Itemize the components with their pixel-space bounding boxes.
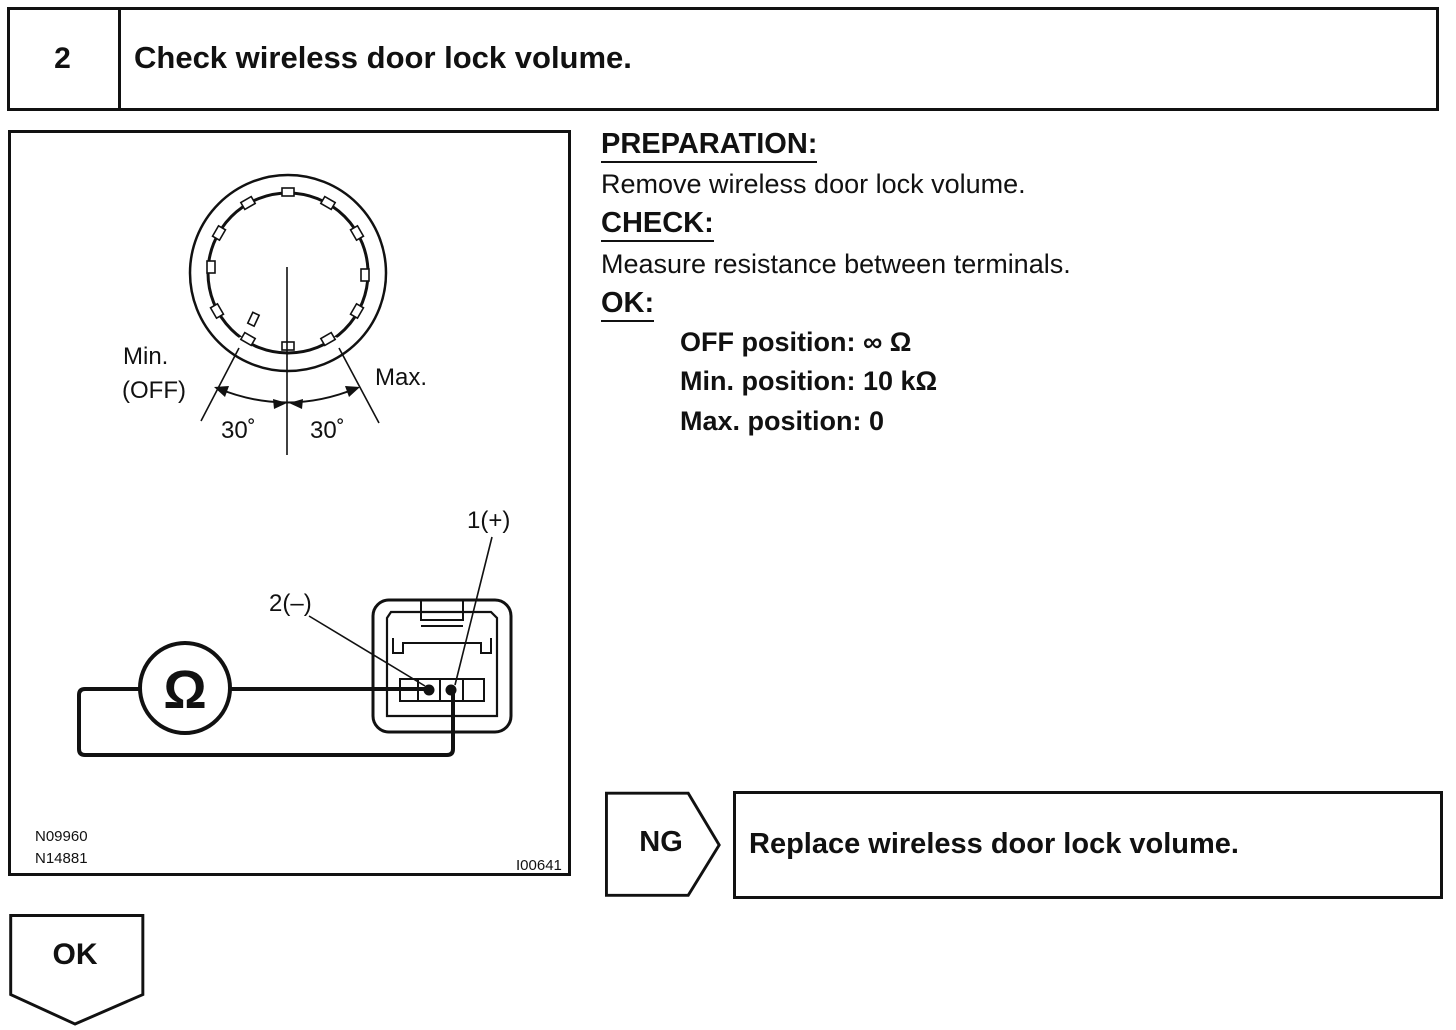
spec-max-position: Max. position: 0 <box>680 406 885 436</box>
terminal-1-leader <box>454 536 493 686</box>
spec-off-position: OFF position: ∞ Ω <box>680 327 912 357</box>
ok-arrow-box <box>9 914 145 1026</box>
ok-label: OK <box>52 938 98 971</box>
figure-code-2: N14881 <box>35 850 88 867</box>
knob-notches <box>206 187 370 351</box>
check-text: Measure resistance between terminals. <box>601 249 1071 279</box>
step-header <box>7 7 1439 111</box>
figure-code-1: N09960 <box>35 828 88 845</box>
label-off: (OFF) <box>122 377 186 404</box>
knob-outer-ring <box>188 173 388 373</box>
max-limit-line <box>338 347 380 424</box>
ok-heading: OK: <box>601 287 655 322</box>
knob-inner-ring <box>206 191 370 355</box>
terminal-2-leader <box>308 615 426 687</box>
min-limit-line <box>200 347 240 422</box>
angle-left-label: 30˚ <box>221 417 256 444</box>
ohmmeter-symbol: Ω <box>163 660 206 720</box>
preparation-text: Remove wireless door lock volume. <box>601 169 1026 199</box>
step-title: Check wireless door lock volume. <box>134 40 632 75</box>
rotation-arc <box>216 387 358 404</box>
spec-min-position: Min. position: 10 kΩ <box>680 366 938 396</box>
arc-arrow-center-right <box>289 399 303 409</box>
ng-action-box <box>733 791 1443 899</box>
angle-right-label: 30˚ <box>310 417 345 444</box>
figure-code-3: I00641 <box>516 857 562 874</box>
step-number: 2 <box>7 7 121 111</box>
label-min: Min. <box>123 343 168 370</box>
preparation-heading: PREPARATION: <box>601 128 818 163</box>
label-max: Max. <box>375 364 427 391</box>
arc-arrow-right <box>345 386 360 397</box>
ng-action-text: Replace wireless door lock volume. <box>749 828 1239 860</box>
figure-drawing: Min. (OFF) Max. 30˚ 30˚ 1(+) 2(–) Ω N099… <box>35 173 562 874</box>
wiring-figure: Min. (OFF) Max. 30˚ 30˚ 1(+) 2(–) Ω N099… <box>8 130 571 876</box>
arc-arrow-center-left <box>273 399 287 409</box>
connector-housing-inner <box>385 610 499 718</box>
wire-positive <box>77 687 455 757</box>
ng-arrow-box <box>605 791 721 897</box>
arc-arrow-left <box>214 386 229 397</box>
ng-label: NG <box>639 826 683 858</box>
terminal-2-label: 2(–) <box>269 590 312 617</box>
terminal-1-label: 1(+) <box>467 507 510 534</box>
check-heading: CHECK: <box>601 207 714 242</box>
